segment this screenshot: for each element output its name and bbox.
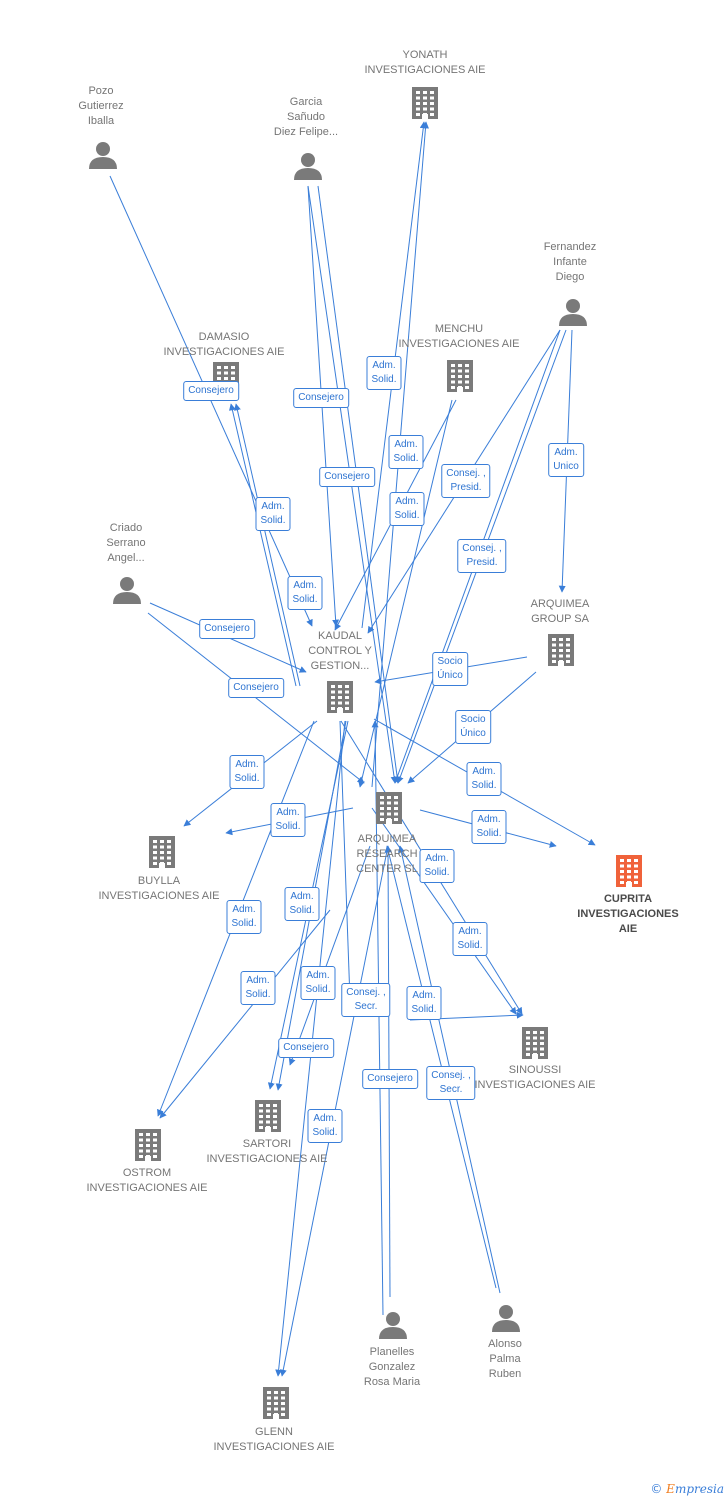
node-label-criado[interactable]: Criado Serrano Angel... bbox=[106, 522, 146, 564]
edge-line bbox=[288, 845, 371, 1066]
edge-line bbox=[233, 403, 301, 687]
node-label-menchu[interactable]: MENCHU INVESTIGACIONES AIE bbox=[398, 323, 520, 350]
edge-label[interactable]: Adm. Solid. bbox=[388, 435, 424, 469]
edge-label[interactable]: Adm. Solid. bbox=[226, 900, 262, 934]
node-label-alonso[interactable]: Alonso Palma Ruben bbox=[488, 1338, 522, 1380]
node-label-sinoussi[interactable]: SINOUSSI INVESTIGACIONES AIE bbox=[474, 1064, 596, 1091]
edge-label[interactable]: Adm. Solid. bbox=[466, 762, 502, 796]
node-label-cuprita[interactable]: CUPRITA INVESTIGACIONES AIE bbox=[577, 893, 679, 935]
person-icon[interactable] bbox=[294, 153, 322, 180]
edge-label[interactable]: Adm. Solid. bbox=[300, 966, 336, 1000]
person-icon[interactable] bbox=[492, 1305, 520, 1332]
edge-label[interactable]: Adm. Solid. bbox=[406, 986, 442, 1020]
edge-label[interactable]: Adm. Solid. bbox=[366, 356, 402, 390]
edge-label[interactable]: Consej. , Presid. bbox=[441, 464, 491, 498]
edge-label[interactable]: Adm. Solid. bbox=[284, 887, 320, 921]
edge-line bbox=[358, 399, 453, 788]
building-icon[interactable] bbox=[412, 87, 438, 119]
edge-label[interactable]: Consejero bbox=[319, 467, 375, 487]
node-label-yonath[interactable]: YONATH INVESTIGACIONES AIE bbox=[364, 49, 486, 76]
edge-label[interactable]: Consejero bbox=[362, 1069, 418, 1089]
edge-line bbox=[109, 175, 313, 627]
edge-line bbox=[339, 720, 354, 1001]
edge-label[interactable]: Adm. Solid. bbox=[419, 849, 455, 883]
edge-label[interactable]: Adm. Solid. bbox=[270, 803, 306, 837]
edge-label[interactable]: Consejero bbox=[278, 1038, 334, 1058]
edge-label[interactable]: Consejero bbox=[293, 388, 349, 408]
edge-label[interactable]: Adm. Solid. bbox=[240, 971, 276, 1005]
edge-label[interactable]: Consejero bbox=[183, 381, 239, 401]
edge-label[interactable]: Socio Único bbox=[432, 652, 468, 686]
person-icon[interactable] bbox=[89, 142, 117, 169]
building-icon[interactable] bbox=[522, 1027, 548, 1059]
footer-brand[interactable]: © Empresia bbox=[650, 1482, 724, 1496]
building-icon[interactable] bbox=[548, 634, 574, 666]
building-icon[interactable] bbox=[255, 1100, 281, 1132]
node-label-fernandez[interactable]: Fernandez Infante Diego bbox=[543, 241, 597, 283]
node-label-arquimea-rc[interactable]: ARQUIMEA RESEARCH CENTER SL bbox=[356, 833, 418, 875]
edge-line bbox=[371, 807, 517, 1015]
brand-name: mpresia bbox=[674, 1482, 724, 1496]
edge-label[interactable]: Adm. Solid. bbox=[255, 497, 291, 531]
node-label-pozo[interactable]: Pozo Gutierrez Iballa bbox=[78, 85, 124, 127]
building-icon[interactable] bbox=[263, 1387, 289, 1419]
edge-line bbox=[159, 909, 331, 1119]
node-label-ostrom[interactable]: OSTROM INVESTIGACIONES AIE bbox=[86, 1167, 208, 1194]
node-label-arquimea-group[interactable]: ARQUIMEA GROUP SA bbox=[530, 598, 590, 625]
edge-label[interactable]: Consej. , Secr. bbox=[341, 983, 391, 1017]
edge-label[interactable]: Socio Único bbox=[455, 710, 491, 744]
edge-label[interactable]: Adm. Solid. bbox=[471, 810, 507, 844]
edge-label[interactable]: Adm. Solid. bbox=[287, 576, 323, 610]
node-label-sartori[interactable]: SARTORI INVESTIGACIONES AIE bbox=[206, 1138, 328, 1165]
person-icon[interactable] bbox=[379, 1312, 407, 1339]
node-label-buylla[interactable]: BUYLLA INVESTIGACIONES AIE bbox=[98, 875, 220, 902]
person-icon[interactable] bbox=[559, 299, 587, 326]
node-label-damasio[interactable]: DAMASIO INVESTIGACIONES AIE bbox=[163, 331, 285, 358]
node-label-garcia[interactable]: Garcia Sañudo Diez Felipe... bbox=[273, 96, 339, 138]
edge-label[interactable]: Consej. , Secr. bbox=[426, 1066, 476, 1100]
brand-initial: E bbox=[666, 1482, 675, 1496]
copyright-icon: © bbox=[650, 1482, 663, 1496]
edge-label[interactable]: Consej. , Presid. bbox=[457, 539, 507, 573]
building-icon[interactable] bbox=[149, 836, 175, 868]
building-icon[interactable] bbox=[447, 360, 473, 392]
edge-line bbox=[147, 612, 365, 784]
building-icon[interactable] bbox=[327, 681, 353, 713]
node-label-planelles[interactable]: Planelles Gonzalez Rosa Maria bbox=[363, 1346, 421, 1388]
node-label-kaudal[interactable]: KAUDAL CONTROL Y GESTION... bbox=[308, 630, 372, 672]
building-icon[interactable] bbox=[376, 792, 402, 824]
edge-label[interactable]: Consejero bbox=[199, 619, 255, 639]
edge-line bbox=[229, 403, 297, 687]
node-label-glenn[interactable]: GLENN INVESTIGACIONES AIE bbox=[213, 1426, 335, 1453]
edge-label[interactable]: Consejero bbox=[228, 678, 284, 698]
icons-layer bbox=[89, 87, 642, 1419]
building-icon[interactable] bbox=[616, 855, 642, 887]
edge-label[interactable]: Adm. Solid. bbox=[307, 1109, 343, 1143]
person-icon[interactable] bbox=[113, 577, 141, 604]
edge-label[interactable]: Adm. Solid. bbox=[452, 922, 488, 956]
edge-label[interactable]: Adm. Unico bbox=[548, 443, 584, 477]
building-icon[interactable] bbox=[135, 1129, 161, 1161]
edge-label[interactable]: Adm. Solid. bbox=[389, 492, 425, 526]
edge-label[interactable]: Adm. Solid. bbox=[229, 755, 265, 789]
